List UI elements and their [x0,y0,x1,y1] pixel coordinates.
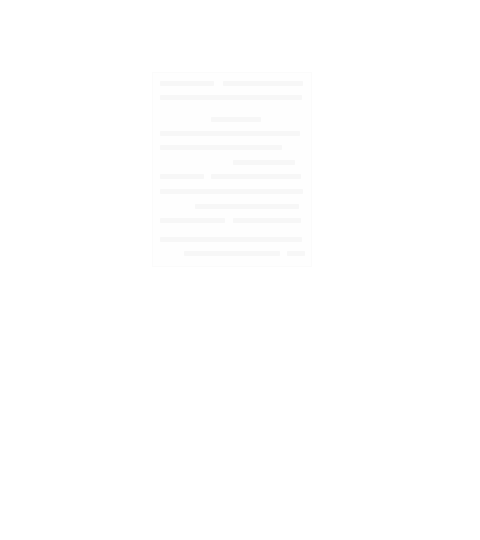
faint-text-line [160,131,300,136]
faint-text-line [160,218,225,223]
faint-text-line [160,145,282,150]
faint-text-line [233,218,301,223]
faint-text-line [160,237,302,242]
faint-text-line [160,81,214,86]
faint-text-line [211,117,261,122]
faint-text-line [223,81,303,86]
faint-text-line [195,204,299,209]
faint-text-line [211,174,301,179]
faint-text-line [160,95,302,100]
faint-text-line [233,160,295,165]
faint-text-line [184,251,280,256]
faint-text-line [160,189,303,194]
faint-content-card [152,72,312,267]
faint-text-line [287,251,305,256]
faint-text-line [160,174,204,179]
